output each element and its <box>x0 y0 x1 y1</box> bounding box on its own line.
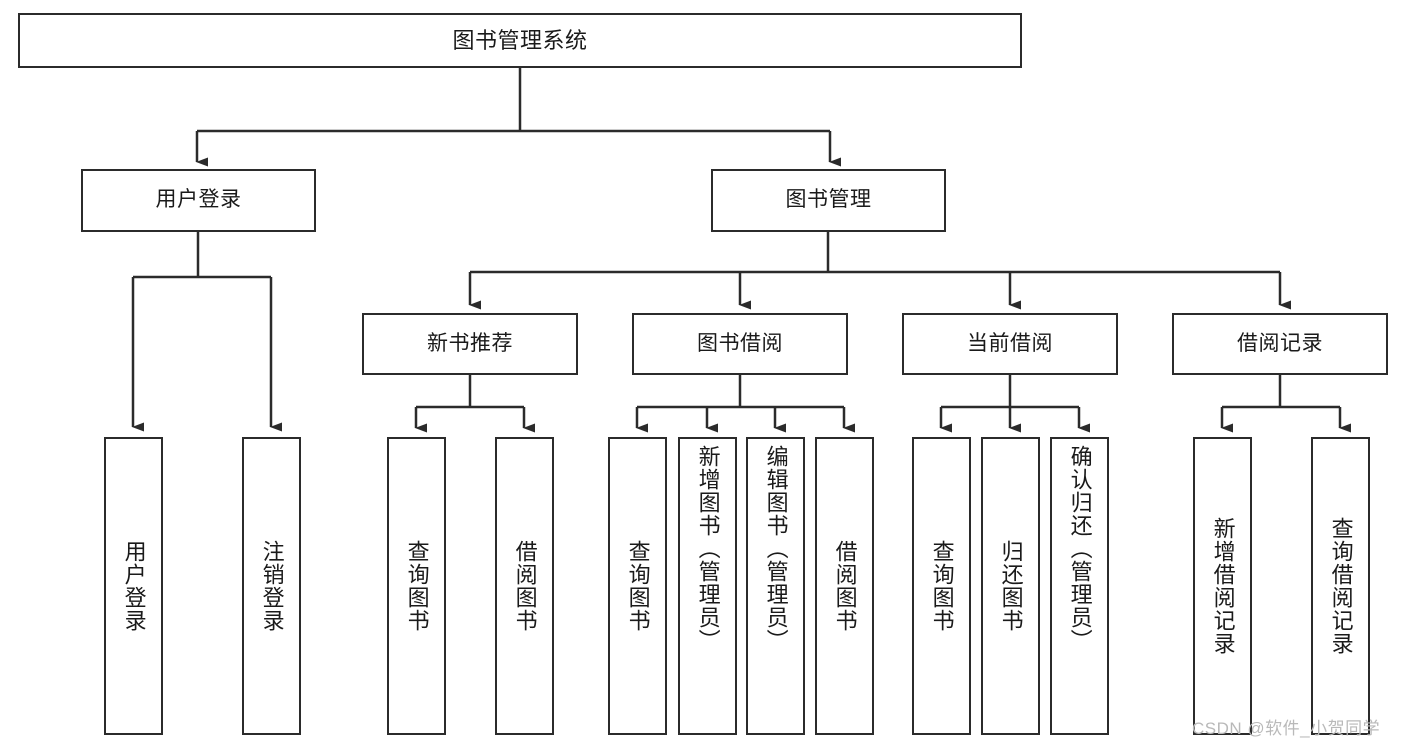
leaf-current-confirm-return[interactable]: 确认归还（管理员） <box>1050 437 1109 735</box>
leaf-label: 新增借阅记录 <box>1210 517 1236 655</box>
node-new-book-recommend-label: 新书推荐 <box>427 331 513 355</box>
node-user-login-label: 用户登录 <box>155 188 242 212</box>
leaf-new-book-query[interactable]: 查询图书 <box>387 437 446 735</box>
leaf-current-query-book[interactable]: 查询图书 <box>912 437 971 735</box>
leaf-label: 确认归还（管理员） <box>1067 445 1093 652</box>
leaf-label: 查询借阅记录 <box>1328 517 1354 655</box>
leaf-label: 借阅图书 <box>832 540 858 632</box>
node-root-label: 图书管理系统 <box>452 27 588 53</box>
csdn-watermark: CSDN @软件_小贺同学 <box>1192 719 1381 738</box>
node-root[interactable]: 图书管理系统 <box>18 13 1022 68</box>
leaf-borrow-add-book[interactable]: 新增图书（管理员） <box>678 437 737 735</box>
leaf-borrow-edit-book[interactable]: 编辑图书（管理员） <box>746 437 805 735</box>
node-new-book-recommend[interactable]: 新书推荐 <box>362 313 578 375</box>
node-borrow-record[interactable]: 借阅记录 <box>1172 313 1388 375</box>
leaf-label: 编辑图书（管理员） <box>763 445 789 652</box>
leaf-label: 查询图书 <box>404 540 430 632</box>
leaf-user-login-signin[interactable]: 用户登录 <box>104 437 163 735</box>
leaf-current-return-book[interactable]: 归还图书 <box>981 437 1040 735</box>
leaf-label: 查询图书 <box>625 540 651 632</box>
node-user-login[interactable]: 用户登录 <box>81 169 316 232</box>
leaf-record-query[interactable]: 查询借阅记录 <box>1311 437 1370 735</box>
leaf-label: 新增图书（管理员） <box>695 445 721 652</box>
leaf-label: 借阅图书 <box>512 540 538 632</box>
node-book-borrow-label: 图书借阅 <box>697 331 783 355</box>
node-borrow-record-label: 借阅记录 <box>1237 331 1323 355</box>
node-book-management-label: 图书管理 <box>785 188 872 212</box>
node-book-borrow[interactable]: 图书借阅 <box>632 313 848 375</box>
leaf-label: 查询图书 <box>929 540 955 632</box>
leaf-label: 用户登录 <box>121 540 147 632</box>
node-current-borrow[interactable]: 当前借阅 <box>902 313 1118 375</box>
leaf-label: 归还图书 <box>998 540 1024 632</box>
leaf-borrow-query-book[interactable]: 查询图书 <box>608 437 667 735</box>
node-book-management[interactable]: 图书管理 <box>711 169 946 232</box>
leaf-new-book-borrow[interactable]: 借阅图书 <box>495 437 554 735</box>
leaf-record-add[interactable]: 新增借阅记录 <box>1193 437 1252 735</box>
node-current-borrow-label: 当前借阅 <box>967 331 1053 355</box>
leaf-label: 注销登录 <box>259 540 285 632</box>
leaf-borrow-borrow-book[interactable]: 借阅图书 <box>815 437 874 735</box>
leaf-user-login-signout[interactable]: 注销登录 <box>242 437 301 735</box>
